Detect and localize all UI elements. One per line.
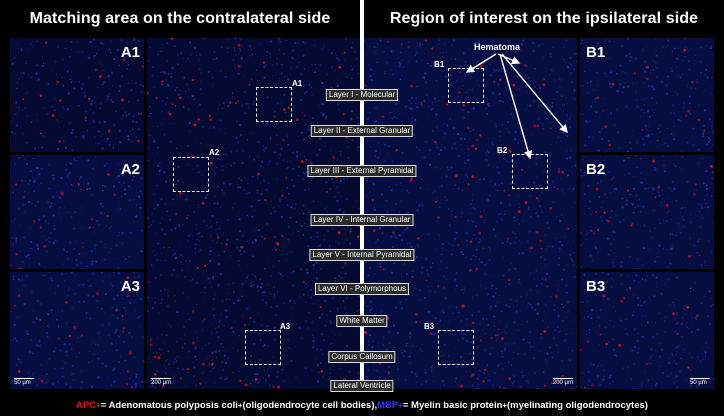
layer-label-2: Layer II - External Granular	[310, 125, 414, 137]
caption-apc-sup: +	[96, 400, 101, 410]
layer-label-9: Lateral Ventricle	[330, 380, 394, 392]
tile-b1-label: B1	[586, 44, 606, 61]
caption-mbp-text-sup: +	[502, 400, 508, 410]
roi-label-b3: B3	[424, 322, 435, 331]
roi-label-a1: A1	[292, 79, 303, 88]
right-panel-header: Region of interest on the ipsilateral si…	[389, 10, 699, 27]
layer-label-3: Layer III - External Pyramidal	[307, 165, 417, 177]
caption-apc: APC	[76, 399, 97, 411]
tile-b2: B2	[580, 155, 714, 269]
roi-label-b2: B2	[497, 146, 508, 155]
caption-apc-text: = Adenomatous polyposis coli	[100, 399, 238, 411]
tile-a1-texture	[10, 38, 144, 152]
tile-right-scalebar: 50 µm	[690, 378, 710, 386]
tile-b2-label: B2	[586, 161, 606, 178]
tile-a2-texture	[10, 155, 144, 269]
tile-a3-label: A3	[120, 278, 140, 295]
tile-b3: B3 50 µm	[580, 272, 714, 389]
tile-b3-label: B3	[586, 278, 606, 295]
caption-mbp-text: = Myelin basic protein	[402, 399, 503, 411]
hematoma-label: Hematoma	[474, 42, 521, 52]
caption-mbp: MBP	[377, 399, 399, 411]
layer-label-4: Layer IV - Internal Granular	[310, 214, 414, 226]
tile-a3: A3 50 µm	[10, 272, 144, 389]
tile-left-scalebar: 50 µm	[14, 378, 34, 386]
tile-b3-texture	[580, 272, 714, 389]
roi-label-a3: A3	[280, 322, 291, 331]
main-left-scalebar: 200 µm	[151, 380, 172, 386]
layer-label-8: Corpus Callosum	[328, 351, 396, 363]
roi-box-b3	[438, 330, 474, 365]
layer-label-1: Layer I - Molecular	[325, 89, 399, 101]
roi-box-a3	[245, 330, 281, 365]
center-divider	[360, 0, 364, 392]
left-panel-header: Matching area on the contralateral side	[29, 10, 331, 27]
tile-a2: A2	[10, 155, 144, 269]
roi-label-a2: A2	[209, 148, 220, 157]
tile-a2-label: A2	[120, 161, 140, 178]
layer-label-6: Layer VI - Polymorphous	[314, 283, 410, 295]
layer-label-5: Layer V - Internal Pyramidal	[309, 249, 415, 261]
tile-b1: B1	[580, 38, 714, 152]
layer-label-7: White Matter	[336, 315, 388, 327]
caption-apc-text-sup: +	[237, 400, 243, 410]
roi-box-a2	[173, 157, 209, 192]
caption-mbp-desc: (myelinating oligodendrocytes)	[507, 399, 648, 411]
caption-apc-desc: (oligodendrocyte cell bodies),	[242, 399, 378, 411]
tile-b1-texture	[580, 38, 714, 152]
figure-caption: APC+ = Adenomatous polyposis coli+ (olig…	[0, 394, 724, 416]
roi-box-b1	[448, 68, 484, 103]
roi-label-b1: B1	[434, 60, 445, 69]
tile-a1-label: A1	[120, 44, 140, 61]
roi-box-a1	[256, 87, 292, 122]
tile-a3-texture	[10, 272, 144, 389]
caption-mbp-sup: +	[398, 400, 403, 410]
tile-a1: A1	[10, 38, 144, 152]
tile-b2-texture	[580, 155, 714, 269]
roi-box-b2	[512, 154, 548, 189]
main-right-scalebar: 200 µm	[552, 380, 573, 386]
